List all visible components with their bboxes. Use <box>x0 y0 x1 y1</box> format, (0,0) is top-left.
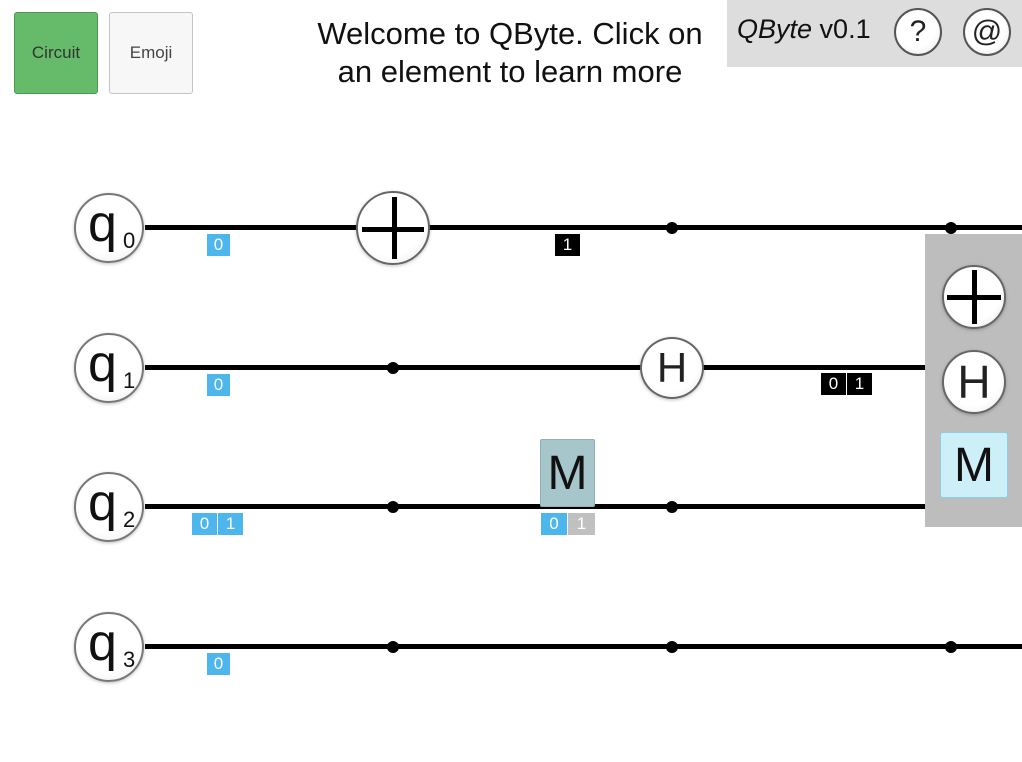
help-button[interactable]: ? <box>894 8 942 56</box>
measure-gate-q2[interactable]: M <box>540 439 595 507</box>
palette-measure-gate[interactable]: M <box>940 432 1008 498</box>
control-dot-q3-col4[interactable] <box>666 641 678 653</box>
welcome-message: Welcome to QByte. Click on an element to… <box>300 15 720 91</box>
brand-name: QByte <box>737 14 813 44</box>
state-badge-q1-initial: 0 <box>207 374 230 396</box>
wire-q2 <box>145 504 925 509</box>
gate-palette: H M <box>925 234 1022 527</box>
state-badge-q3-initial: 0 <box>207 653 230 675</box>
palette-not-gate[interactable] <box>942 265 1006 329</box>
control-dot-q2-col2[interactable] <box>387 501 399 513</box>
qubit-label-q1[interactable]: q 1 <box>74 333 144 403</box>
hadamard-gate-q1[interactable]: H <box>640 337 704 399</box>
at-sign-icon: @ <box>971 15 1003 48</box>
question-mark-icon: ? <box>909 15 927 48</box>
welcome-line-1: Welcome to QByte. Click on <box>317 16 703 51</box>
control-dot-q3-col5[interactable] <box>945 641 957 653</box>
control-dot-q0-col4[interactable] <box>666 222 678 234</box>
not-gate-q0[interactable] <box>356 191 430 265</box>
emoji-mode-button[interactable]: Emoji <box>109 12 193 94</box>
control-dot-q2-col4[interactable] <box>666 501 678 513</box>
state-badge-q2-initial: 0 1 <box>192 513 243 535</box>
control-dot-q3-col2[interactable] <box>387 641 399 653</box>
circuit-mode-button[interactable]: Circuit <box>14 12 98 94</box>
about-button[interactable]: @ <box>963 8 1011 56</box>
app-version-label: QByte v0.1 <box>737 14 871 45</box>
palette-hadamard-gate[interactable]: H <box>942 350 1006 414</box>
qubit-label-q2[interactable]: q 2 <box>74 472 144 542</box>
wire-q0 <box>145 225 1022 230</box>
top-bar: QByte v0.1 ? @ <box>727 0 1022 67</box>
state-badge-q2-after-measure: 0 1 <box>541 513 595 535</box>
state-badge-q0-after-not: 1 <box>555 234 580 256</box>
control-dot-q1-col2[interactable] <box>387 362 399 374</box>
qubit-label-q0[interactable]: q 0 <box>74 193 144 263</box>
state-badge-q1-after-h: 0 1 <box>821 373 872 395</box>
welcome-line-2: an element to learn more <box>337 54 683 89</box>
qubit-label-q3[interactable]: q 3 <box>74 612 144 682</box>
state-badge-q0-initial: 0 <box>207 234 230 256</box>
control-dot-q0-col5[interactable] <box>945 222 957 234</box>
wire-q1 <box>145 365 925 370</box>
wire-q3 <box>145 644 1022 649</box>
version-number: v0.1 <box>819 14 871 44</box>
